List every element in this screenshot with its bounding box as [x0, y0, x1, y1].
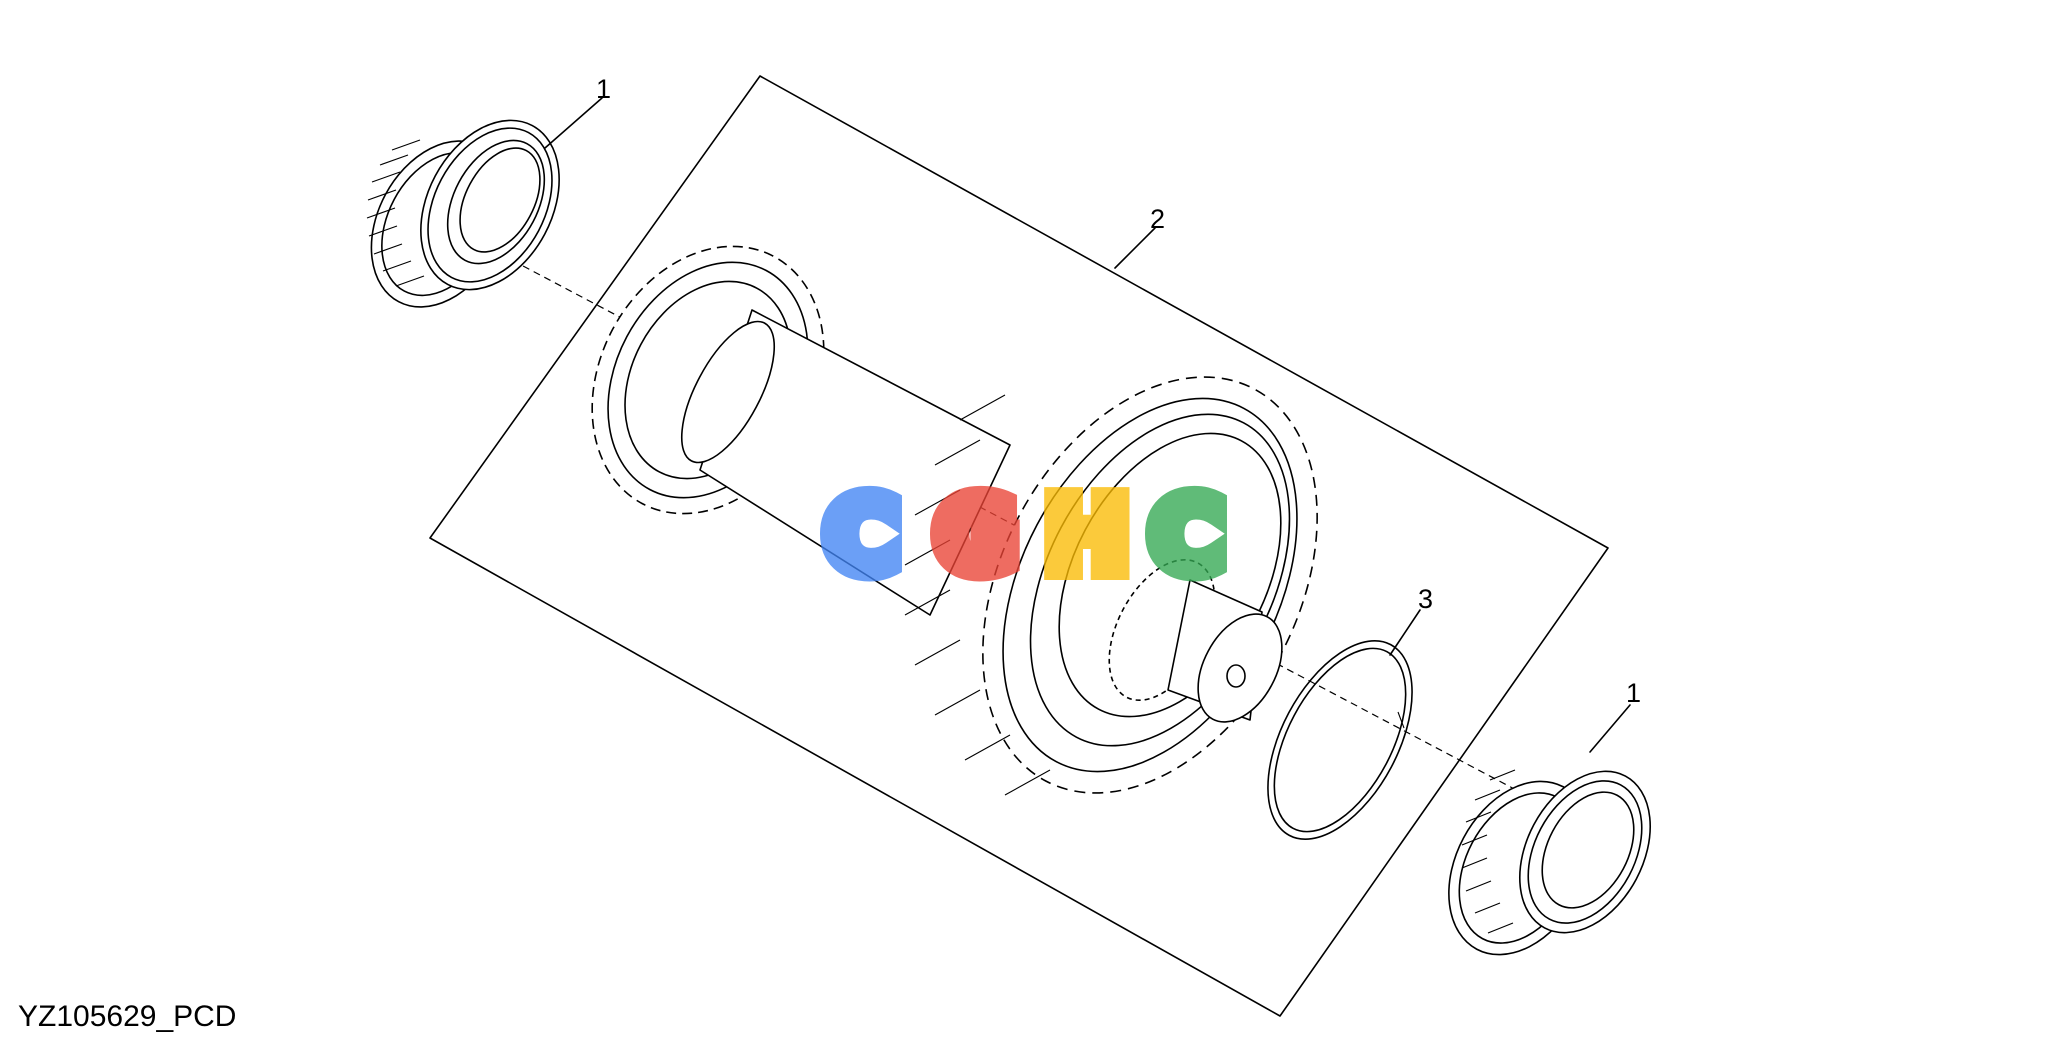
- watermark-letter: C: [1150, 477, 1223, 594]
- bearing-bottom-right[interactable]: [1420, 749, 1676, 979]
- bearing-rollers-top: [366, 139, 425, 287]
- bearing-top-left[interactable]: [344, 96, 587, 330]
- bearing-rollers-bottom: [1461, 769, 1516, 934]
- cluster-gear-shaft[interactable]: [547, 206, 1385, 851]
- watermark-letter: C: [825, 477, 898, 594]
- shaft-body: [680, 309, 1011, 616]
- watermark-letter: G: [935, 477, 1017, 594]
- watermark-letter: H: [1045, 477, 1129, 594]
- drawing-code: YZ105629_PCD: [18, 1000, 237, 1033]
- callout-1-top: 1: [596, 74, 611, 104]
- callout-2: 2: [1150, 204, 1165, 234]
- snap-ring[interactable]: [1238, 617, 1442, 862]
- assembly-boundary-box: [429, 75, 1609, 1017]
- large-gear-teeth: [904, 394, 1051, 796]
- callout-1-bottom: 1: [1626, 678, 1641, 708]
- callout-3: 3: [1418, 584, 1433, 614]
- spline-hub: [1108, 558, 1283, 723]
- leader-lines: [544, 97, 1631, 753]
